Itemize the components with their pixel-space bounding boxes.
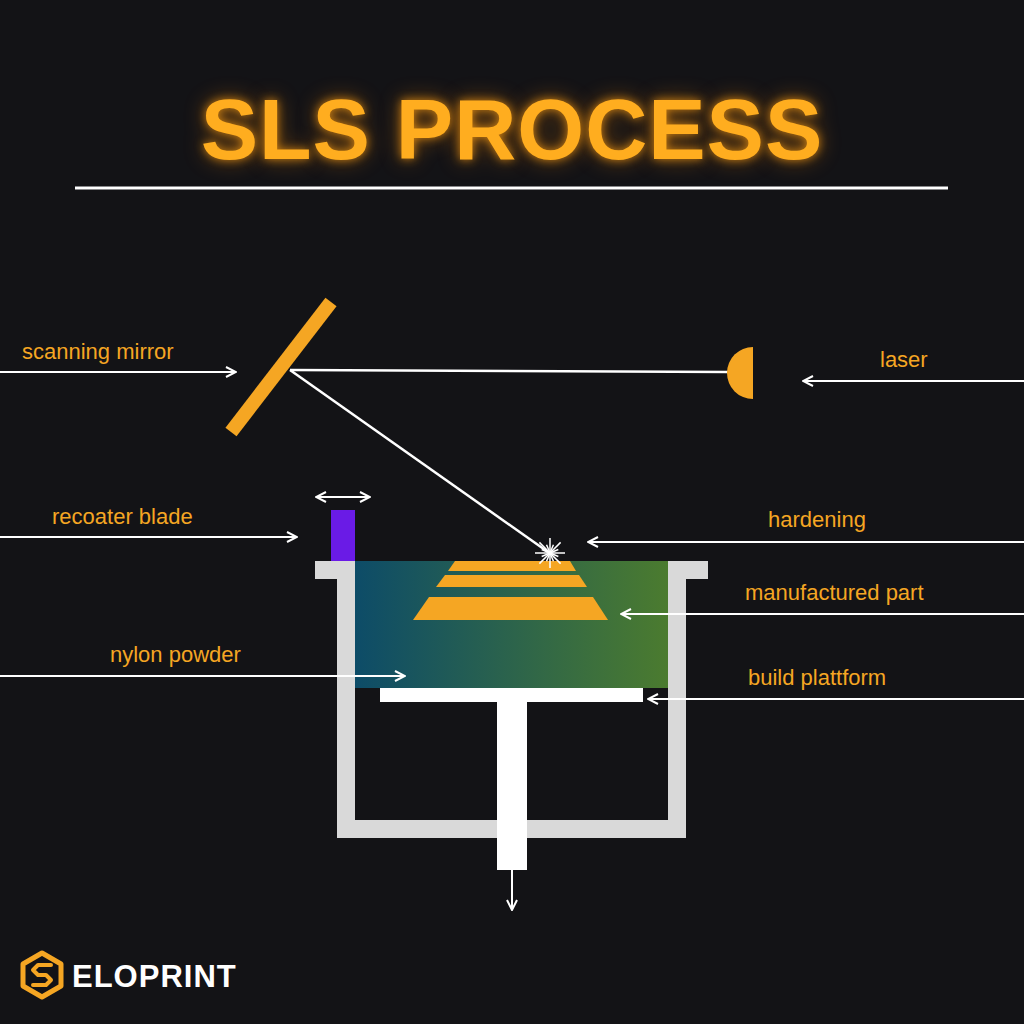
laser-beam (290, 370, 728, 372)
leader-line (588, 541, 1024, 543)
part-label: scanning mirror (22, 339, 174, 365)
part-layer (413, 597, 608, 620)
laser-beam (290, 370, 548, 552)
part-layer (436, 575, 587, 587)
part-label: manufactured part (745, 580, 924, 606)
motion-arrow (316, 496, 370, 498)
motion-arrow (511, 870, 513, 910)
part-layer (448, 561, 576, 571)
leader-line (0, 675, 405, 677)
powder-bed (355, 561, 668, 688)
logo-text: ELOPRINT (72, 959, 237, 995)
part-label: nylon powder (110, 642, 241, 668)
logo-icon (23, 953, 61, 997)
part-label: laser (880, 347, 928, 373)
leader-line (0, 371, 236, 373)
spark-ray (539, 542, 550, 553)
leader-line (648, 698, 1024, 700)
part-label: build plattform (748, 665, 886, 691)
spark-ray (550, 542, 561, 553)
scanning-mirror (231, 302, 331, 432)
spark-ray (550, 550, 558, 553)
laser-source (727, 347, 753, 399)
title-rule (75, 187, 948, 190)
laser-spark (535, 538, 565, 568)
spark-ray (539, 553, 550, 564)
part-label: hardening (768, 507, 866, 533)
spark-ray (550, 553, 561, 564)
part-label: recoater blade (52, 504, 193, 530)
leader-line (0, 536, 297, 538)
piston (497, 702, 527, 870)
leader-line (621, 613, 1024, 615)
recoater-blade (331, 510, 355, 561)
title: SLS PROCESS (0, 78, 1024, 181)
leader-line (803, 380, 1024, 382)
build-platform (380, 688, 643, 702)
